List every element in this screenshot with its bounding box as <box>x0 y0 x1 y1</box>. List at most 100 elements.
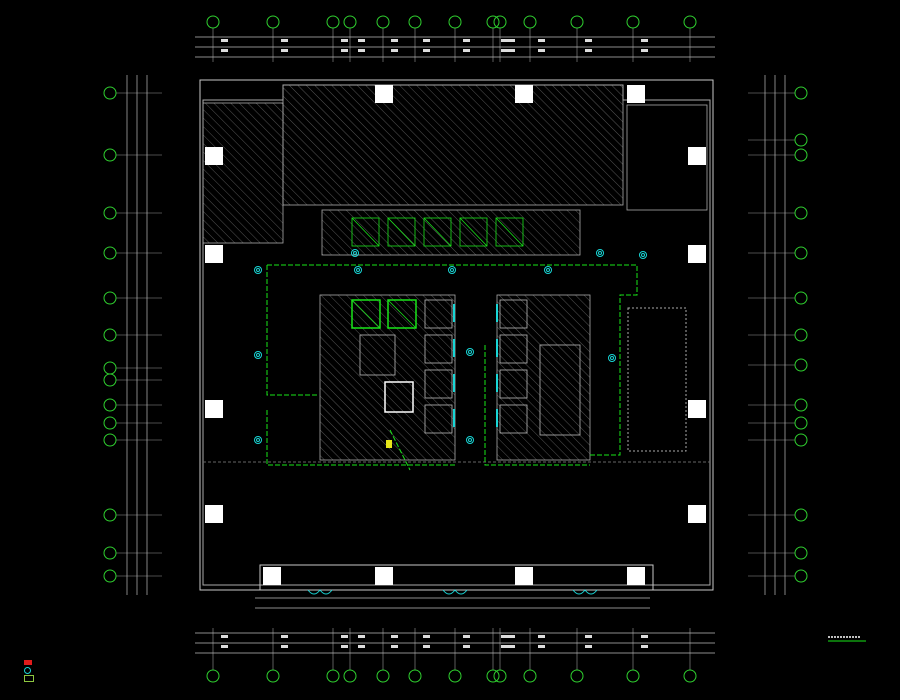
axis-bubble <box>794 358 808 372</box>
sensor-icon <box>448 266 456 274</box>
axis-bubble <box>794 569 808 583</box>
dimension-text <box>341 645 348 648</box>
column <box>205 505 223 523</box>
dimension-text <box>341 39 348 42</box>
dimension-text <box>508 645 515 648</box>
sensor-icon <box>598 251 602 255</box>
axis-bubble <box>103 398 117 412</box>
axis-bubble <box>206 669 220 683</box>
dimension-text <box>585 645 592 648</box>
door-swing-icon <box>572 589 598 595</box>
legend-item-route <box>24 674 34 682</box>
elevator-diagonal <box>495 217 524 247</box>
dimension-text <box>391 39 398 42</box>
axis-bubble <box>794 133 808 147</box>
axis-bubble <box>523 669 537 683</box>
axis-bubble <box>794 328 808 342</box>
door-swing-icon <box>307 589 333 595</box>
axis-bubble <box>408 15 422 29</box>
column <box>688 400 706 418</box>
axis-bubble <box>794 398 808 412</box>
elevator-car <box>351 217 380 247</box>
dimension-text <box>423 49 430 52</box>
dimension-text <box>641 635 648 638</box>
column <box>375 567 393 585</box>
axis-bubble <box>626 669 640 683</box>
axis-bubble <box>103 546 117 560</box>
axis-bubble <box>794 433 808 447</box>
dimension-text <box>358 39 365 42</box>
axis-bubble <box>266 669 280 683</box>
column <box>205 400 223 418</box>
axis-bubble <box>103 206 117 220</box>
column <box>688 505 706 523</box>
elevator-shaft <box>499 369 528 399</box>
column <box>515 85 533 103</box>
axis-bubble <box>794 206 808 220</box>
axis-bubble <box>103 246 117 260</box>
dimension-text <box>585 39 592 42</box>
elevator-car <box>423 217 452 247</box>
sensor-icon <box>256 268 260 272</box>
axis-bubble <box>626 15 640 29</box>
elevator-diagonal <box>351 299 381 329</box>
axis-bubble <box>103 569 117 583</box>
axis-bubble <box>343 669 357 683</box>
sensor-icon <box>351 249 359 257</box>
dimension-text <box>463 645 470 648</box>
axis-bubble <box>448 15 462 29</box>
marker <box>386 440 392 448</box>
elevator-shaft <box>499 299 528 329</box>
sensor-markers <box>254 249 647 595</box>
axis-bubble <box>794 148 808 162</box>
sensor-icon <box>468 438 472 442</box>
sensor-icon <box>608 354 616 362</box>
column <box>688 245 706 263</box>
dimension-text <box>423 645 430 648</box>
legend <box>24 658 34 682</box>
axis-bubble <box>206 15 220 29</box>
column <box>627 85 645 103</box>
elevator-diagonal <box>351 217 380 247</box>
dimension-text <box>358 645 365 648</box>
axis-bubble <box>103 433 117 447</box>
sensor-icon <box>254 436 262 444</box>
axis-bubble <box>794 291 808 305</box>
dimension-text <box>358 635 365 638</box>
axis-bubble <box>570 669 584 683</box>
structural-columns <box>205 85 706 585</box>
elevator-shaft <box>424 404 453 434</box>
dimension-text <box>585 635 592 638</box>
elevator-diagonal <box>387 217 416 247</box>
alarm-box-icon <box>24 659 32 665</box>
sensor-icon <box>596 249 604 257</box>
dimension-text <box>463 49 470 52</box>
dimension-text <box>391 645 398 648</box>
axis-bubble <box>376 15 390 29</box>
axis-bubble <box>448 669 462 683</box>
dimension-text <box>281 635 288 638</box>
dimension-text <box>221 39 228 42</box>
sensor-icon <box>256 353 260 357</box>
axis-bubble <box>408 669 422 683</box>
elevator-shaft <box>424 369 453 399</box>
elevator-shaft <box>499 334 528 364</box>
axis-bubble <box>326 669 340 683</box>
elevator-car <box>351 299 381 329</box>
dimension-text <box>391 635 398 638</box>
dimension-text <box>585 49 592 52</box>
dimension-text <box>281 49 288 52</box>
axis-bubble <box>794 546 808 560</box>
dimension-text <box>463 635 470 638</box>
dimension-text <box>341 635 348 638</box>
shaft-highlight <box>384 381 414 413</box>
axis-bubble <box>794 508 808 522</box>
dimension-text <box>391 49 398 52</box>
elevator-car <box>459 217 488 247</box>
sensor-icon <box>254 351 262 359</box>
axis-bubble <box>794 86 808 100</box>
core-rooms <box>351 217 581 448</box>
axis-bubble <box>103 373 117 387</box>
dimension-text <box>508 49 515 52</box>
axis-bubble <box>103 291 117 305</box>
